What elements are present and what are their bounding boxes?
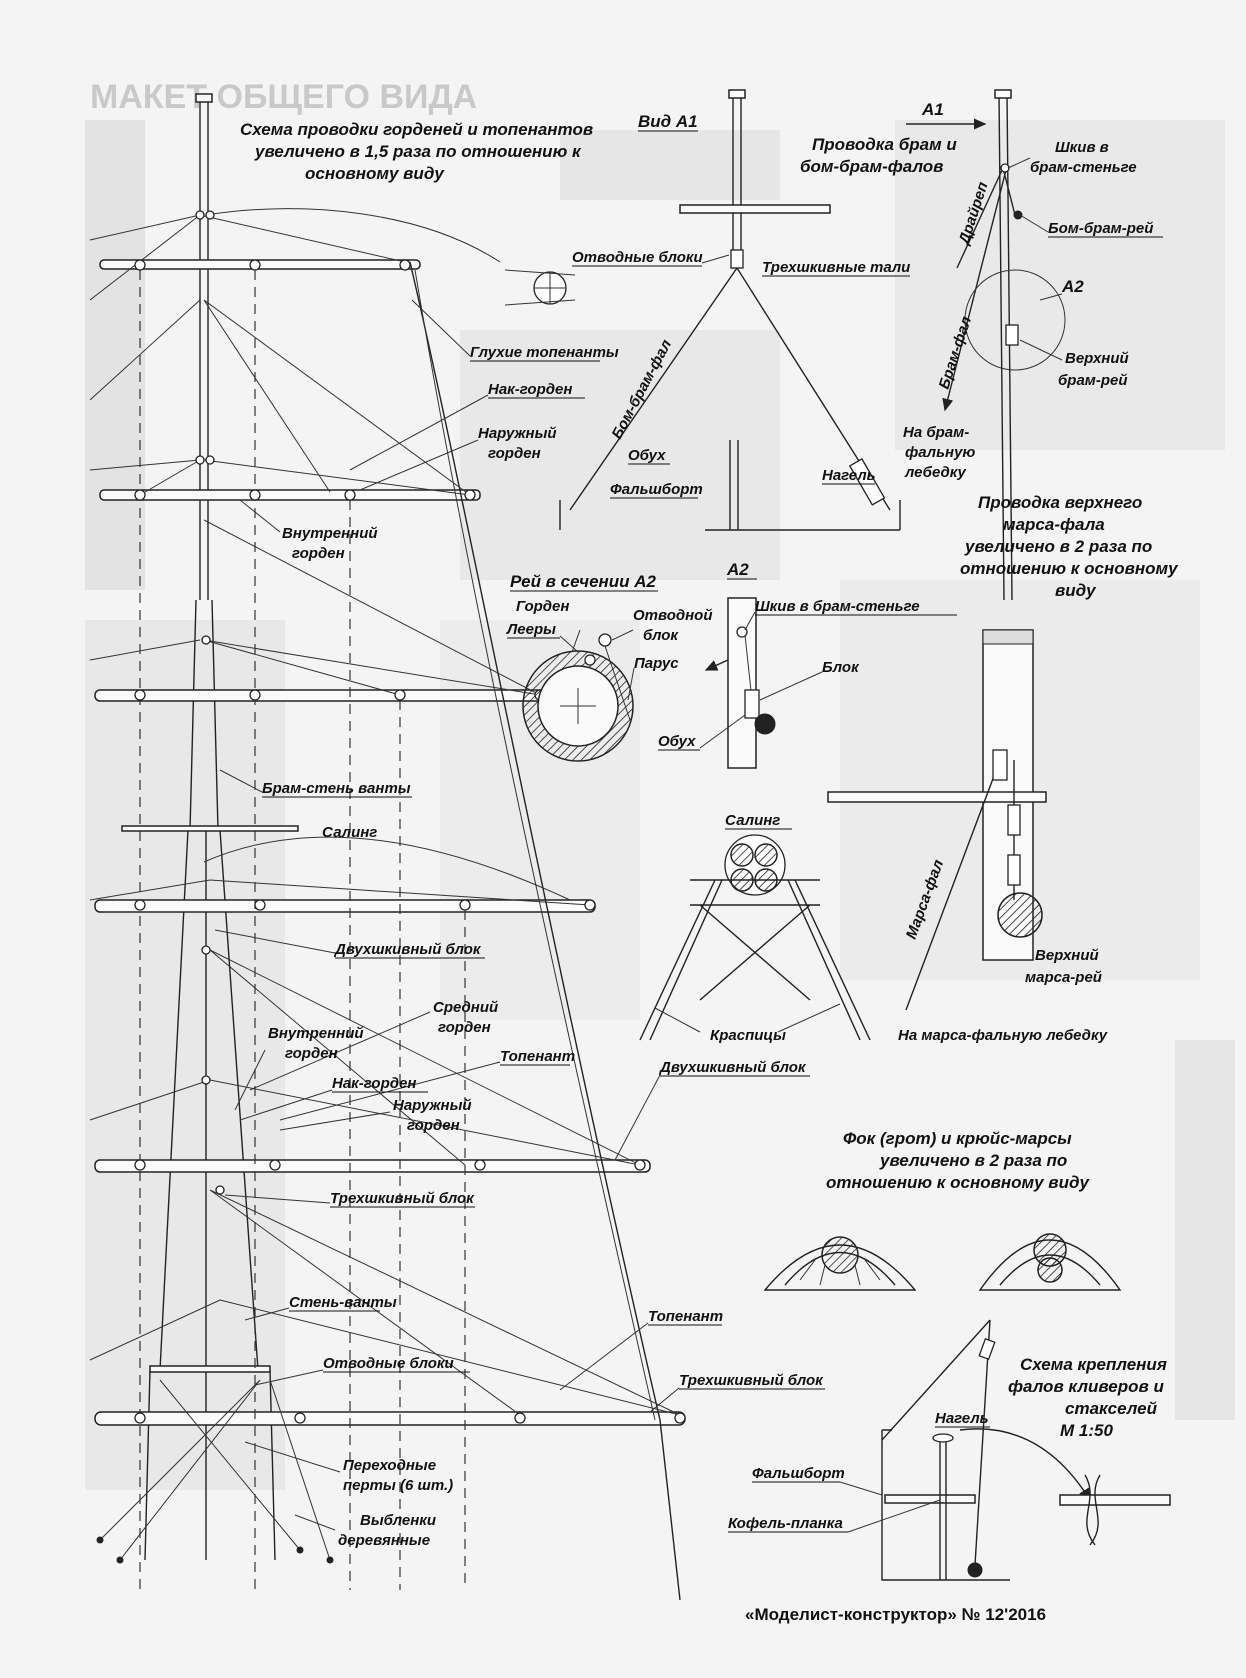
- label-sheave-blocks-1: Отводные блоки: [572, 249, 703, 266]
- label-a1-arrow: А1: [921, 100, 944, 119]
- label-obukh-1: Обух: [628, 447, 666, 464]
- jib-halyard-detail: Схема крепления фалов кливеров и стаксел…: [728, 1319, 1172, 1581]
- label-kofel-planka: Кофель-планка: [728, 1515, 843, 1532]
- label-saling-2: Салинг: [725, 812, 780, 829]
- label-blok: Блок: [822, 659, 860, 676]
- label-glukhie-topenanty: Глухие топенанты: [470, 344, 619, 361]
- label-obukh-2: Обух: [658, 733, 696, 750]
- main-mast-labels: Схема проводки горденей и топенантов уве…: [214, 120, 825, 1549]
- label-bram-sten-vanty: Брам-стень ванты: [262, 780, 411, 797]
- label-perty: Переходные перты (6 шт.): [343, 1457, 453, 1494]
- yard-section-title: Рей в сечении А2: [510, 572, 657, 591]
- label-krasplitsy: Краспицы: [710, 1027, 786, 1044]
- label-nak-gorden-2: Нак-горден: [332, 1075, 416, 1092]
- label-topenant-1: Топенант: [500, 1048, 575, 1065]
- label-dvukhshkivny-2: Двухшкивный блок: [658, 1059, 807, 1076]
- saling-detail: Салинг Краспицы: [639, 812, 871, 1044]
- a2-title: А2: [726, 560, 749, 579]
- label-vyblenki: Выбленки деревянные: [338, 1512, 440, 1549]
- upper-topsail-title: Проводка верхнего марса-фала увеличено в…: [960, 493, 1182, 600]
- label-otvodnoy-blok: Отводной блок: [633, 607, 717, 644]
- label-nagel-2: Нагель: [935, 1410, 989, 1427]
- label-leery: Лееры: [506, 621, 556, 638]
- label-sheave-topgallant: Шкив в брам-стеньге: [1030, 139, 1137, 176]
- label-three-sheave-tackle: Трехшкивные тали: [762, 259, 910, 276]
- a2-sheave-detail: А2 Шкив в брам-стеньге Блок Обух: [658, 560, 957, 769]
- label-outer-gorden-1: Наружный горден: [478, 425, 561, 462]
- royal-halyards-detail: Проводка брам и бом-брам-фалов А1 Шкив в…: [800, 89, 1163, 601]
- label-falshbort-2: Фальшборт: [752, 1465, 845, 1482]
- label-dvukhshkivny-1: Двухшкивный блок: [333, 941, 482, 958]
- view-a1-title: Вид А1: [638, 112, 698, 131]
- label-sten-vanty: Стень-ванты: [289, 1294, 397, 1311]
- label-inner-gorden-2: Внутренний горден: [268, 1025, 368, 1062]
- label-otvodnye-bloki-2: Отводные блоки: [323, 1355, 454, 1372]
- label-nagel-1: Нагель: [822, 467, 876, 484]
- label-topenant-2: Топенант: [648, 1308, 723, 1325]
- label-sheave-in-topgallant: Шкив в брам-стеньге: [755, 598, 920, 615]
- label-falshbort-1: Фальшборт: [610, 481, 703, 498]
- label-parus: Парус: [634, 655, 679, 672]
- magazine-footer: «Моделист-конструктор» № 12'2016: [745, 1605, 1046, 1624]
- label-a2-mark: А2: [1061, 277, 1084, 296]
- label-upper-marsa-rey: Верхний марса-рей: [1025, 947, 1103, 986]
- label-outer-gorden-2: Наружный горден: [393, 1097, 476, 1134]
- label-upper-bram-rey: Верхний брам-рей: [1058, 350, 1133, 389]
- tops-title: Фок (грот) и крюйс-марсы увеличено в 2 р…: [826, 1129, 1090, 1192]
- ghost-heading: МАКЕТ ОБЩЕГО ВИДА: [90, 78, 477, 116]
- yard-section-a2: Рей в сечении А2 Горден Лееры Отводной б…: [506, 572, 717, 762]
- label-sredniy-gorden: Средний горден: [433, 999, 502, 1036]
- label-to-marsa-winch: На марса-фальную лебедку: [898, 1027, 1108, 1044]
- label-gorden: Горден: [516, 598, 569, 615]
- royal-halyards-title: Проводка брам и бом-брам-фалов: [800, 135, 962, 176]
- label-inner-gorden-1: Внутренний горден: [282, 525, 382, 562]
- label-trekhshkivny-1: Трехшкивный блок: [330, 1190, 475, 1207]
- label-trekhshkivny-2: Трехшкивный блок: [679, 1372, 824, 1389]
- main-scheme-title: Схема проводки горденей и топенантов уве…: [240, 120, 598, 183]
- label-nak-gorden-1: Нак-горден: [488, 381, 572, 398]
- tops-detail: Фок (грот) и крюйс-марсы увеличено в 2 р…: [763, 1129, 1122, 1291]
- jib-scheme-title: Схема крепления фалов кливеров и стаксел…: [1008, 1355, 1172, 1440]
- label-bom-bram-rey: Бом-брам-рей: [1048, 220, 1153, 237]
- label-saling-1: Салинг: [322, 824, 377, 841]
- label-to-winch: На брам- фальную лебедку: [903, 424, 980, 481]
- main-mast-scheme: [89, 93, 686, 1601]
